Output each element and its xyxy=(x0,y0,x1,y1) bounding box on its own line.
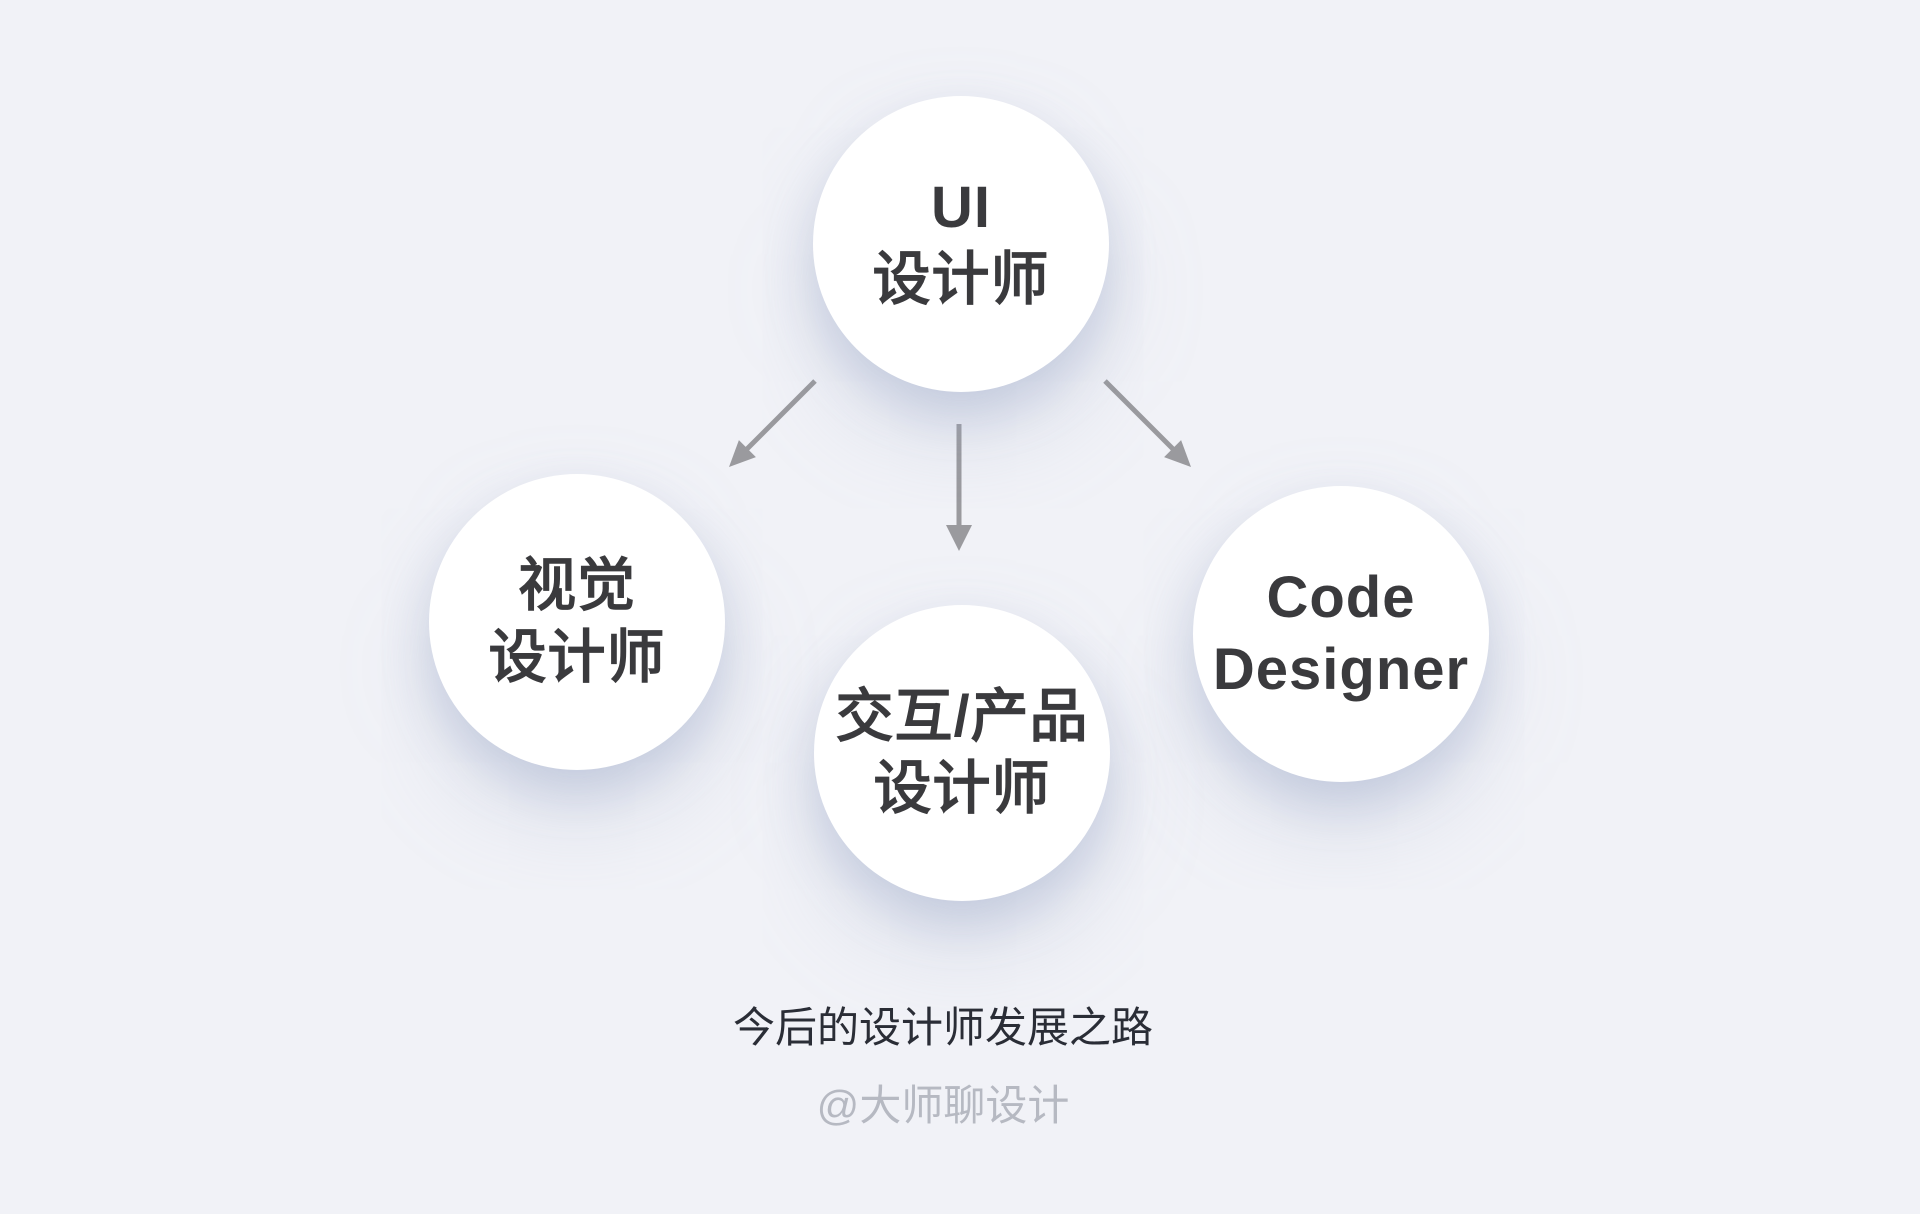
node-ui-designer-label: UI 设计师 xyxy=(872,172,1049,316)
arrow-to-visual-designer-icon xyxy=(729,379,817,467)
node-label-line2: 设计师 xyxy=(873,756,1051,821)
node-label-line2: Designer xyxy=(1212,637,1470,702)
node-label-line1: UI xyxy=(930,175,991,241)
watermark-text: @大师聊设计 xyxy=(816,1082,1070,1129)
node-label-line1: 交互/产品 xyxy=(835,684,1089,750)
caption-text: 今后的设计师发展之路 xyxy=(732,1004,1154,1051)
node-visual-designer-label: 视觉 设计师 xyxy=(488,550,665,694)
node-label-line1: Code xyxy=(1266,565,1416,631)
node-code-designer-label: Code Designer xyxy=(1213,562,1469,706)
node-visual-designer: 视觉 设计师 xyxy=(429,474,725,770)
node-label-line1: 视觉 xyxy=(517,553,636,619)
node-label-line2: 设计师 xyxy=(488,625,666,690)
node-ui-designer: UI 设计师 xyxy=(813,96,1109,392)
arrow-to-code-designer-icon xyxy=(1103,379,1191,467)
node-interaction-product-designer: 交互/产品 设计师 xyxy=(814,605,1110,901)
arrow-to-interaction-designer-icon xyxy=(946,424,972,551)
node-label-line2: 设计师 xyxy=(872,247,1050,312)
node-code-designer: Code Designer xyxy=(1193,486,1489,782)
node-interaction-product-designer-label: 交互/产品 设计师 xyxy=(835,681,1088,825)
